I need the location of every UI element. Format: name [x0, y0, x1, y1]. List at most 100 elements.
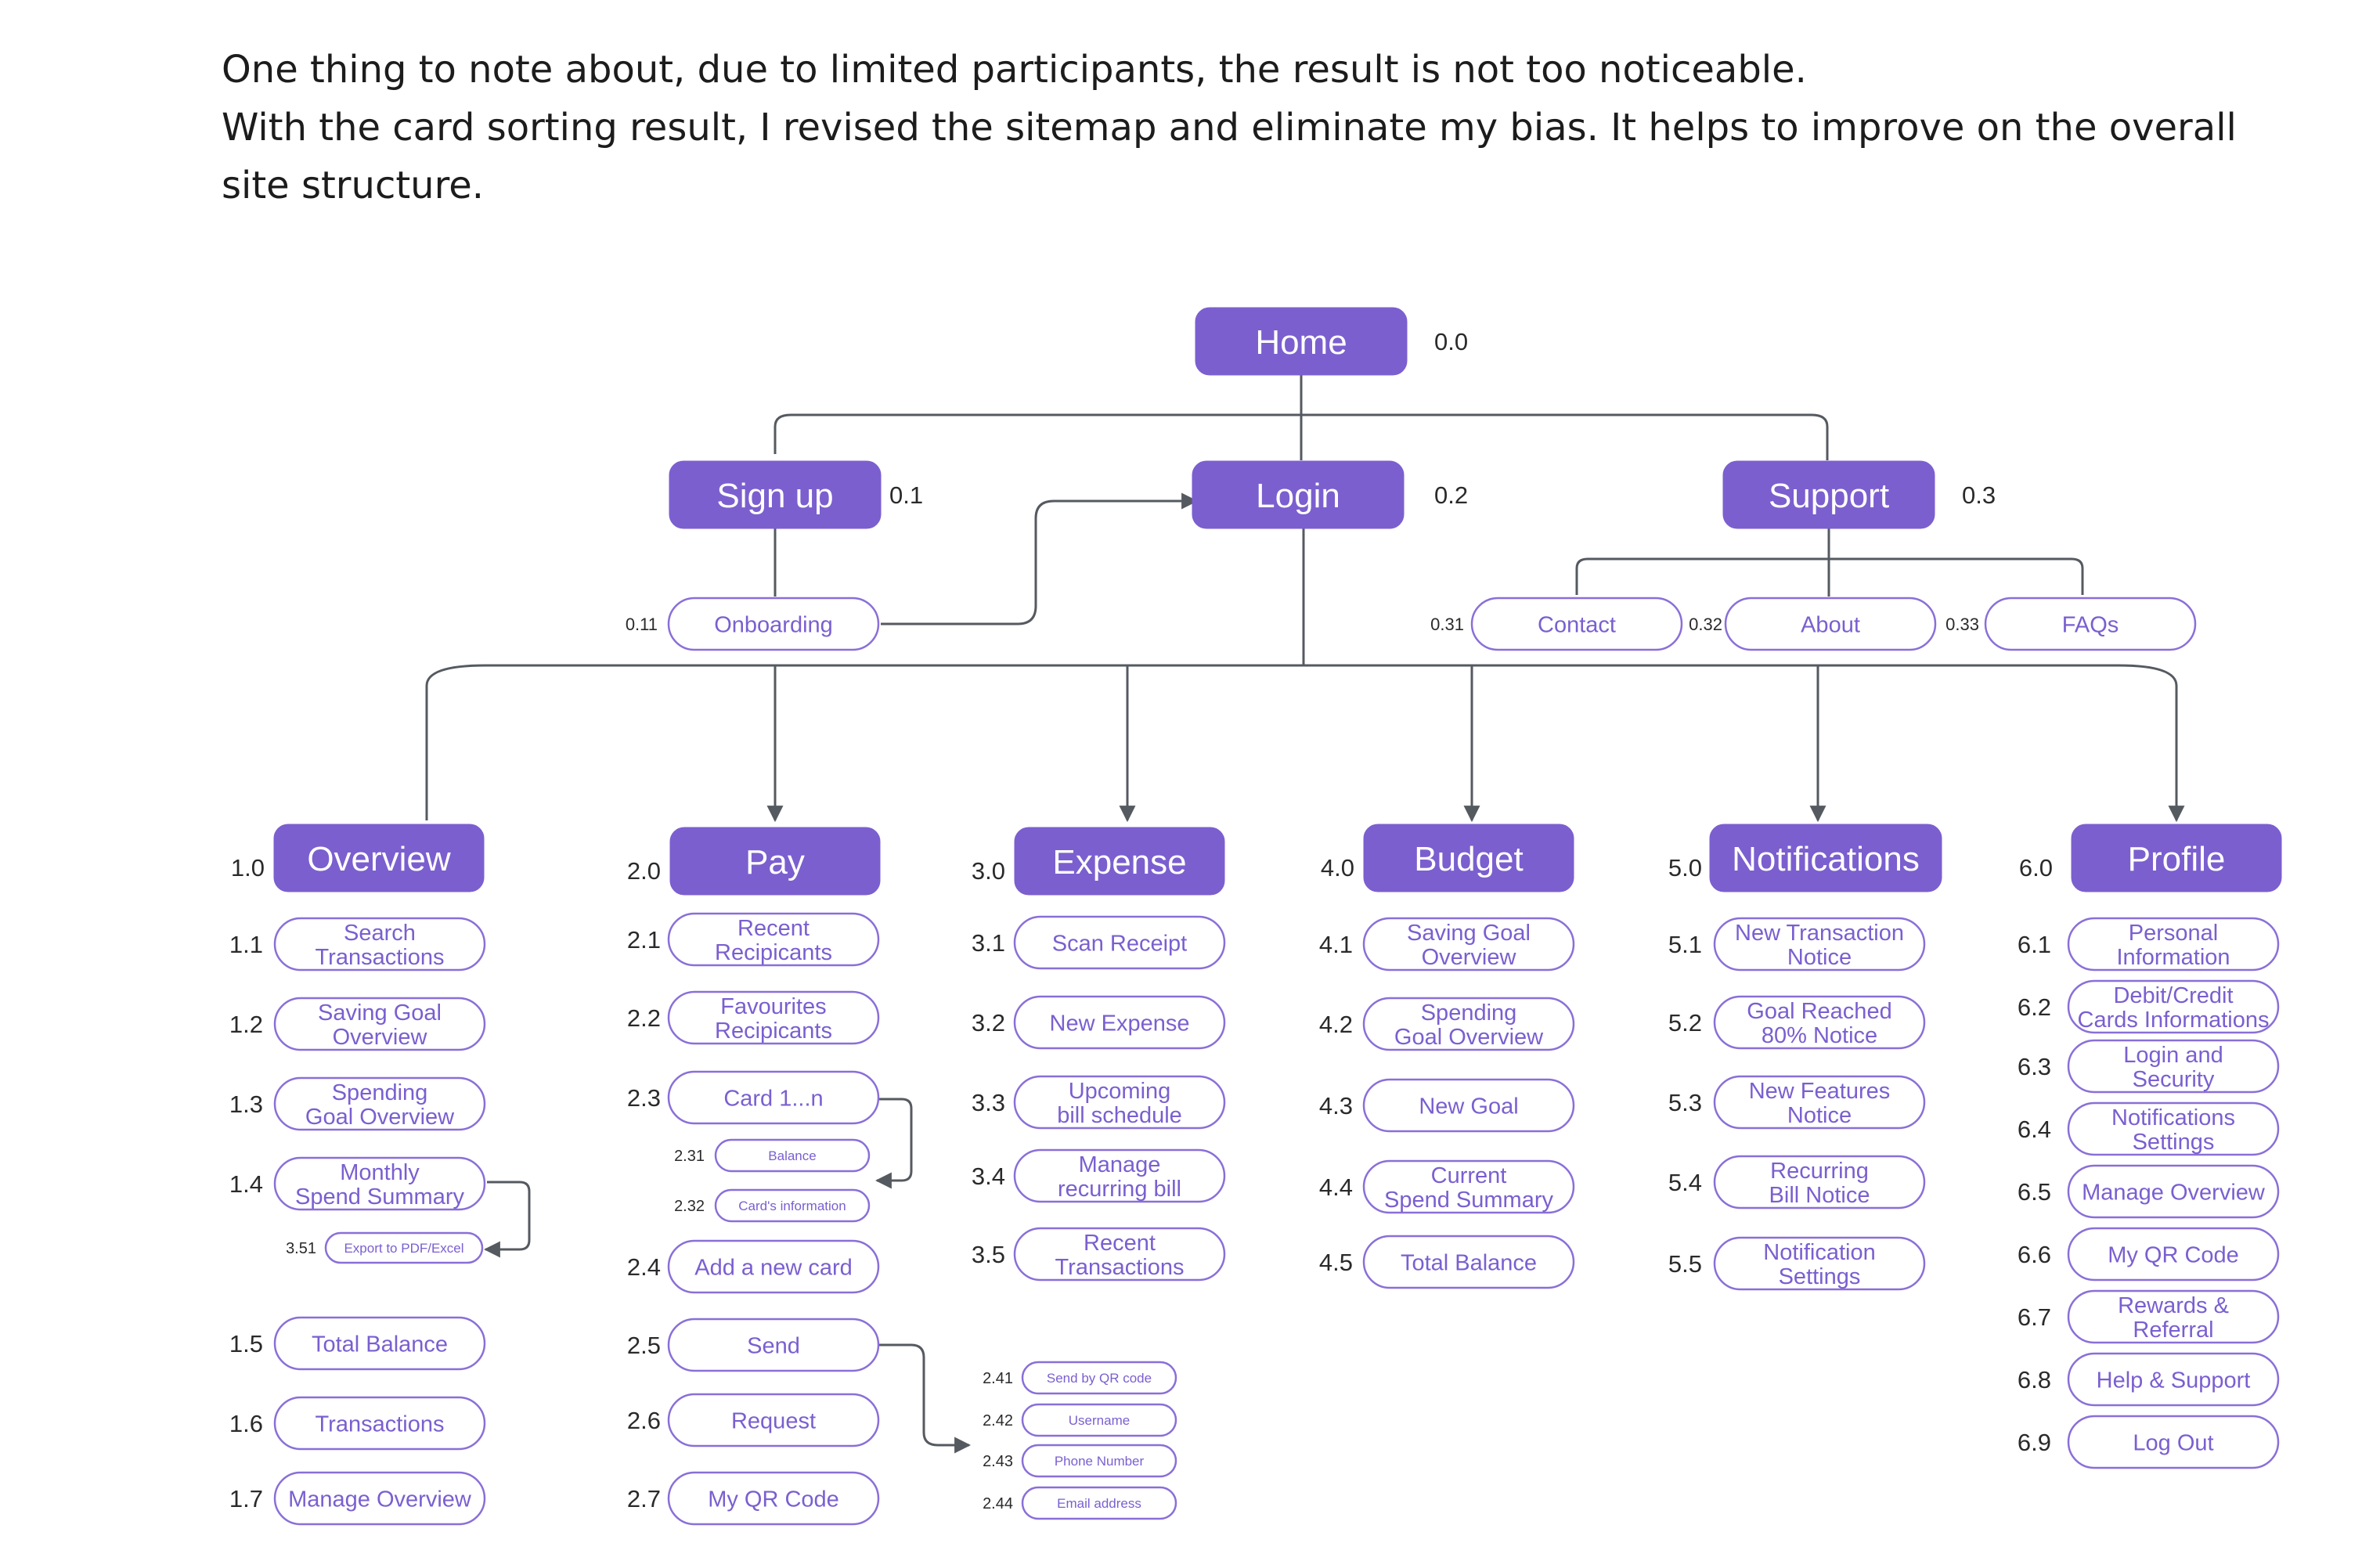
section-profile-item-notifications-settings-box	[2067, 1101, 2280, 1156]
section-notifications-header-box	[1709, 824, 1942, 892]
section-expense-item-manage-recurring-bill-number: 3.4	[972, 1163, 1005, 1190]
onboarding-node-box	[667, 597, 880, 651]
section-profile-item-help-support-box	[2067, 1352, 2280, 1407]
section-expense-item-recent-transactions-label-line-2: Transactions	[1055, 1255, 1185, 1280]
section-profile-item-help-support-label: Help & Support	[2097, 1368, 2251, 1393]
section-profile-item-log-out-box	[2067, 1415, 2280, 1469]
section-expense-item-new-expense-box	[1013, 995, 1226, 1050]
section-expense-header: Expense 3.0	[972, 827, 1225, 896]
section-budget-item-current-spend-summary-label-line-1: Current	[1431, 1163, 1507, 1188]
section-pay-item-send-child-send-by-qr-code-number: 2.41	[983, 1370, 1013, 1387]
section-profile-item-manage-overview-label: Manage Overview	[2082, 1180, 2266, 1205]
section-profile-item-my-qr-code-number: 6.6	[2018, 1241, 2051, 1268]
section-profile-item-debit-credit-cards-informations-number: 6.2	[2018, 993, 2051, 1021]
section-pay-item-recent-recipicants-number: 2.1	[627, 926, 661, 954]
section-notifications-item-new-transaction-notice-label-line-2: Notice	[1787, 945, 1852, 970]
section-profile-item-log-out-label: Log Out	[2133, 1430, 2213, 1455]
section-expense-item-scan-receipt-label: Scan Receipt	[1052, 931, 1188, 956]
section-notifications-item-goal-reached-80-notice-label-line-1: Goal Reached	[1747, 999, 1891, 1024]
section-pay-item-request-box	[667, 1393, 880, 1447]
section-overview-item-manage-overview-box	[273, 1471, 486, 1526]
section-overview-item-saving-goal-overview-box	[273, 997, 486, 1051]
section-overview-item-spending-goal-overview-box	[273, 1076, 486, 1131]
section-budget-item-saving-goal-overview-label-line-2: Overview	[1422, 945, 1517, 970]
section-overview-item-monthly-spend-summary-child-export-to-pdf-excel-label: Export to PDF/Excel	[344, 1241, 463, 1256]
section-profile-item-login-and-security-box	[2067, 1039, 2280, 1094]
section-pay-item-send-child-username-number: 2.42	[983, 1412, 1013, 1429]
section-pay-item-favourites-recipicants-number: 2.2	[627, 1004, 661, 1032]
section-profile-item-debit-credit-cards-informations-label-line-1: Debit/Credit	[2113, 983, 2233, 1008]
section-pay-item-favourites-recipicants-box	[667, 990, 880, 1045]
section-budget-header-label: Budget	[1414, 840, 1523, 878]
section-notifications-item-goal-reached-80-notice-box	[1713, 995, 1926, 1050]
section-pay-item-recent-recipicants-box	[667, 912, 880, 967]
section-budget-item-total-balance-number: 4.5	[1319, 1249, 1353, 1276]
section-pay-item-request-number: 2.6	[627, 1407, 661, 1434]
section-notifications-item-recurring-bill-notice-number: 5.4	[1668, 1169, 1702, 1196]
section-budget-item-spending-goal-overview-box	[1362, 997, 1575, 1051]
section-expense-item-upcoming-bill-schedule-label-line-1: Upcoming	[1069, 1079, 1171, 1104]
section-pay-header-number: 2.0	[627, 857, 661, 885]
section-profile-item-debit-credit-cards-informations-box	[2067, 979, 2280, 1034]
section-pay-item-send-child-email-address-box	[1021, 1486, 1177, 1520]
section-overview-item-spending-goal-overview-label-line-1: Spending	[332, 1080, 428, 1105]
section-notifications-item-new-features-notice-label-line-2: Notice	[1787, 1103, 1852, 1128]
section-overview-item-search-transactions-box	[273, 917, 486, 972]
section-pay-item-send-child-send-by-qr-code-label: Send by QR code	[1047, 1371, 1152, 1386]
faqs-node-number: 0.33	[1945, 615, 1979, 634]
section-expense-header-label: Expense	[1052, 843, 1186, 881]
section-profile-item-manage-overview-box	[2067, 1164, 2280, 1219]
section-pay-item-card-1-n-child-balance-box	[714, 1138, 871, 1173]
section-expense-header-number: 3.0	[972, 857, 1005, 885]
section-budget-header-box	[1363, 824, 1574, 892]
section-profile-item-login-and-security-number: 6.3	[2018, 1053, 2051, 1080]
section-budget-item-current-spend-summary-label-line-2: Spend Summary	[1384, 1188, 1553, 1213]
section-budget-item-saving-goal-overview-label-line-1: Saving Goal	[1407, 921, 1531, 946]
section-pay-item-card-1-n-child-card-s-information-number: 2.32	[674, 1198, 705, 1215]
section-expense-item-scan-receipt-box	[1013, 915, 1226, 970]
section-pay-item-card-1-n-child-card-s-information-label: Card's information	[738, 1199, 846, 1213]
section-pay-item-card-1-n-child-card-s-information-box	[714, 1188, 871, 1223]
faqs-node-label: FAQs	[2062, 612, 2119, 637]
about-node-box	[1724, 597, 1937, 651]
support-node-box	[1722, 460, 1935, 529]
section-overview-item-total-balance-number: 1.5	[229, 1330, 263, 1357]
section-expense-item-upcoming-bill-schedule-number: 3.3	[972, 1089, 1005, 1116]
section-pay-header-label: Pay	[745, 843, 805, 881]
support-node-label: Support	[1769, 477, 1889, 515]
section-profile-item-my-qr-code-label: My QR Code	[2108, 1242, 2239, 1267]
section-expense-item-new-expense-number: 3.2	[972, 1009, 1005, 1036]
section-pay-item-send-child-username-label: Username	[1069, 1413, 1130, 1428]
section-notifications-item-new-features-notice-box	[1713, 1075, 1926, 1130]
faqs-node: FAQs 0.33	[1945, 597, 2197, 651]
contact-node-label: Contact	[1538, 612, 1616, 637]
section-notifications-item-new-transaction-notice-number: 5.1	[1668, 931, 1702, 958]
section-overview-item-search-transactions-label-line-2: Transactions	[316, 945, 445, 970]
section-expense-item-recent-transactions-box	[1013, 1227, 1226, 1282]
section-profile-item-rewards-referral-label-line-2: Referral	[2133, 1318, 2213, 1343]
section-overview-header-number: 1.0	[231, 854, 265, 881]
signup-node-box	[669, 460, 882, 529]
